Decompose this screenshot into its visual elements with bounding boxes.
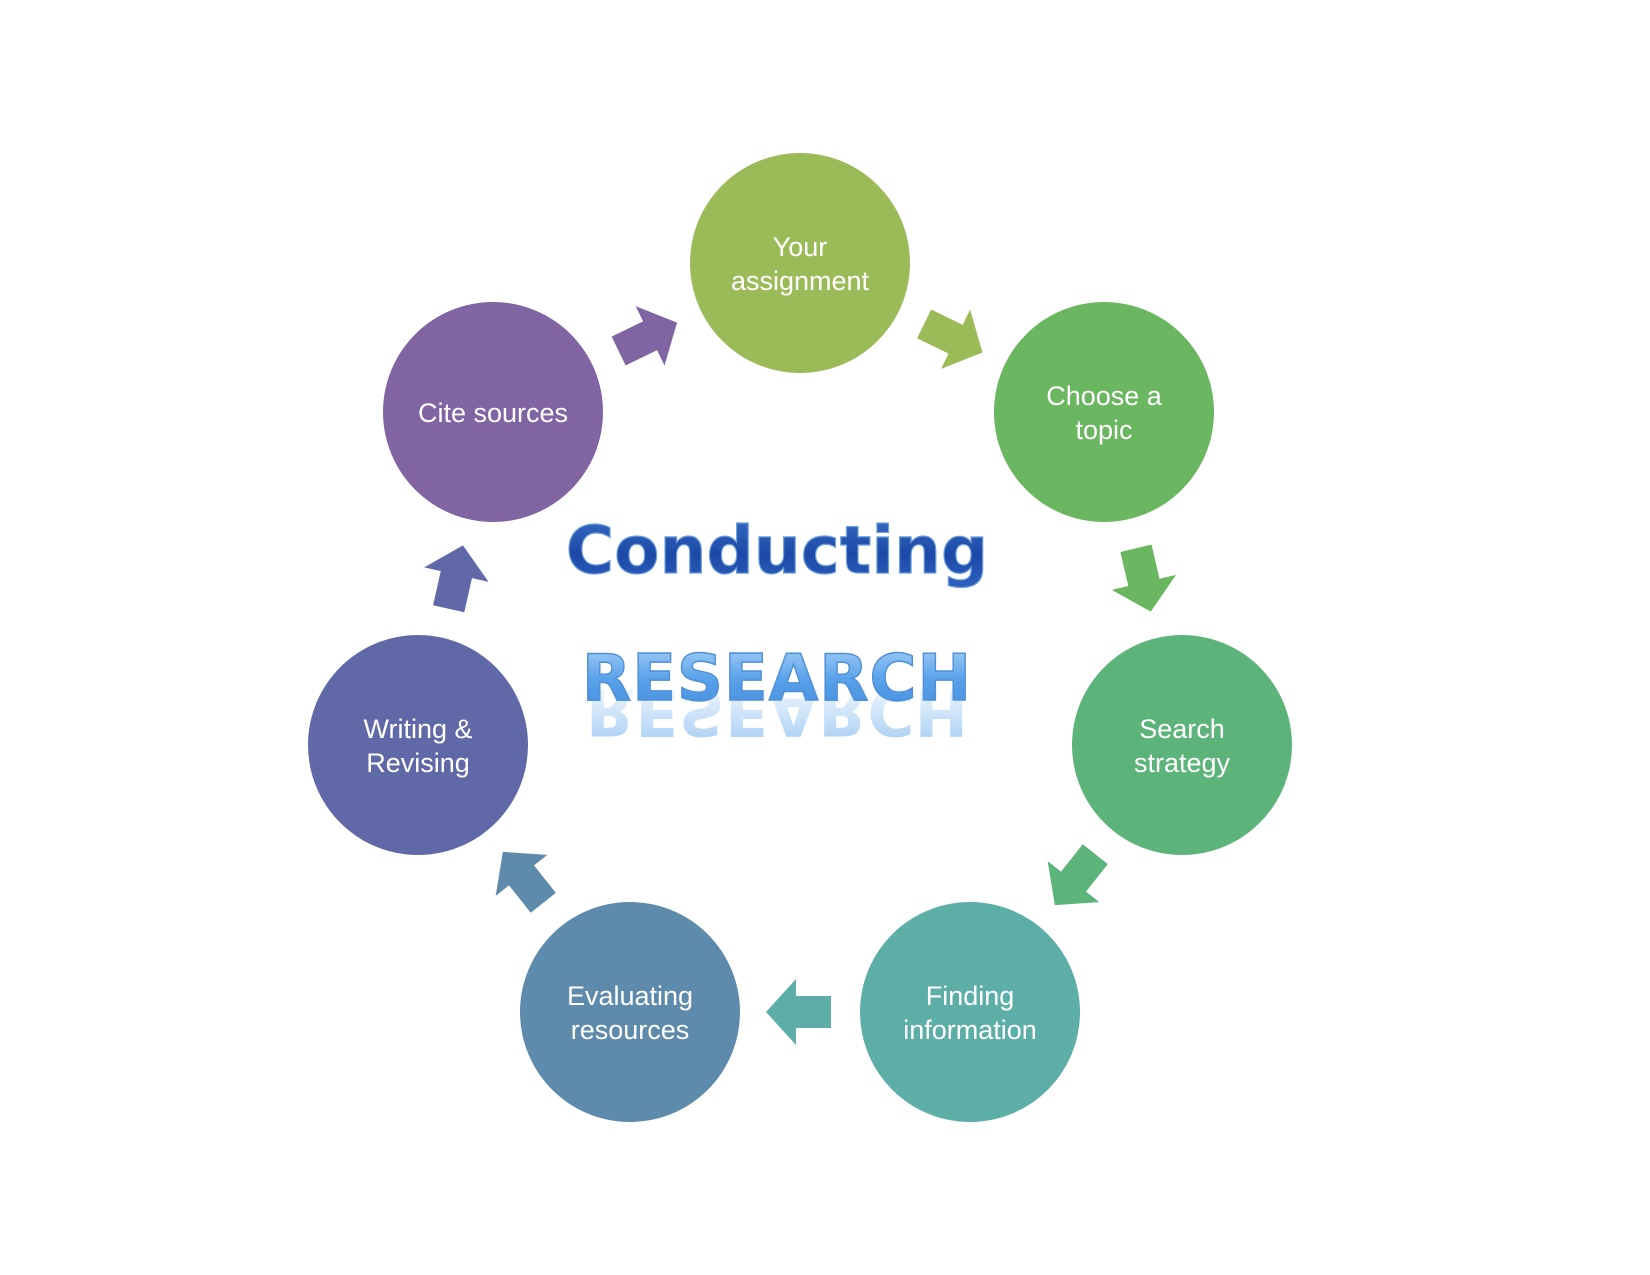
- step-circle: [520, 902, 740, 1122]
- step-finding-information: Finding information: [860, 902, 1080, 1122]
- step-label-line: Writing &: [363, 714, 472, 744]
- step-evaluating-resources: Evaluating resources: [520, 902, 740, 1122]
- arrow-finding-to-evaluating: [766, 979, 831, 1045]
- arrow-evaluating-to-writing: [495, 851, 556, 913]
- title-research-reflection: RESEARCH: [586, 674, 968, 748]
- step-cite-sources: Cite sources: [383, 302, 603, 522]
- step-circle: [308, 635, 528, 855]
- step-label-line: information: [903, 1015, 1037, 1045]
- step-label-line: assignment: [731, 266, 870, 296]
- step-search-strategy: Search strategy: [1072, 635, 1292, 855]
- arrow-search-to-finding: [1047, 844, 1108, 906]
- step-circle: [860, 902, 1080, 1122]
- step-label-line: topic: [1075, 415, 1132, 445]
- title-conducting: Conducting: [566, 512, 989, 589]
- cycle-arrows: [424, 306, 1177, 1045]
- step-label-line: Finding: [926, 981, 1015, 1011]
- step-label-line: Choose a: [1046, 381, 1163, 411]
- arrow-cite-to-assignment: [611, 306, 678, 366]
- arrow-assignment-to-topic: [917, 309, 983, 369]
- step-your-assignment: Your assignment: [690, 153, 910, 373]
- step-label-line: strategy: [1134, 748, 1231, 778]
- step-circle: [994, 302, 1214, 522]
- step-writing-revising: Writing & Revising: [308, 635, 528, 855]
- step-circle: [383, 302, 603, 522]
- step-label-line: Revising: [366, 748, 470, 778]
- arrow-writing-to-cite: [424, 545, 489, 613]
- step-label-line: Cite sources: [418, 398, 568, 428]
- arrow-topic-to-search: [1111, 544, 1177, 612]
- step-circle: [690, 153, 910, 373]
- step-label-line: Search: [1139, 714, 1225, 744]
- step-label-line: Evaluating: [567, 981, 693, 1011]
- step-circle: [1072, 635, 1292, 855]
- step-label-line: resources: [571, 1015, 690, 1045]
- step-choose-a-topic: Choose a topic: [994, 302, 1214, 522]
- step-label-line: Your: [773, 232, 828, 262]
- title-research: RESEARCH: [582, 642, 972, 716]
